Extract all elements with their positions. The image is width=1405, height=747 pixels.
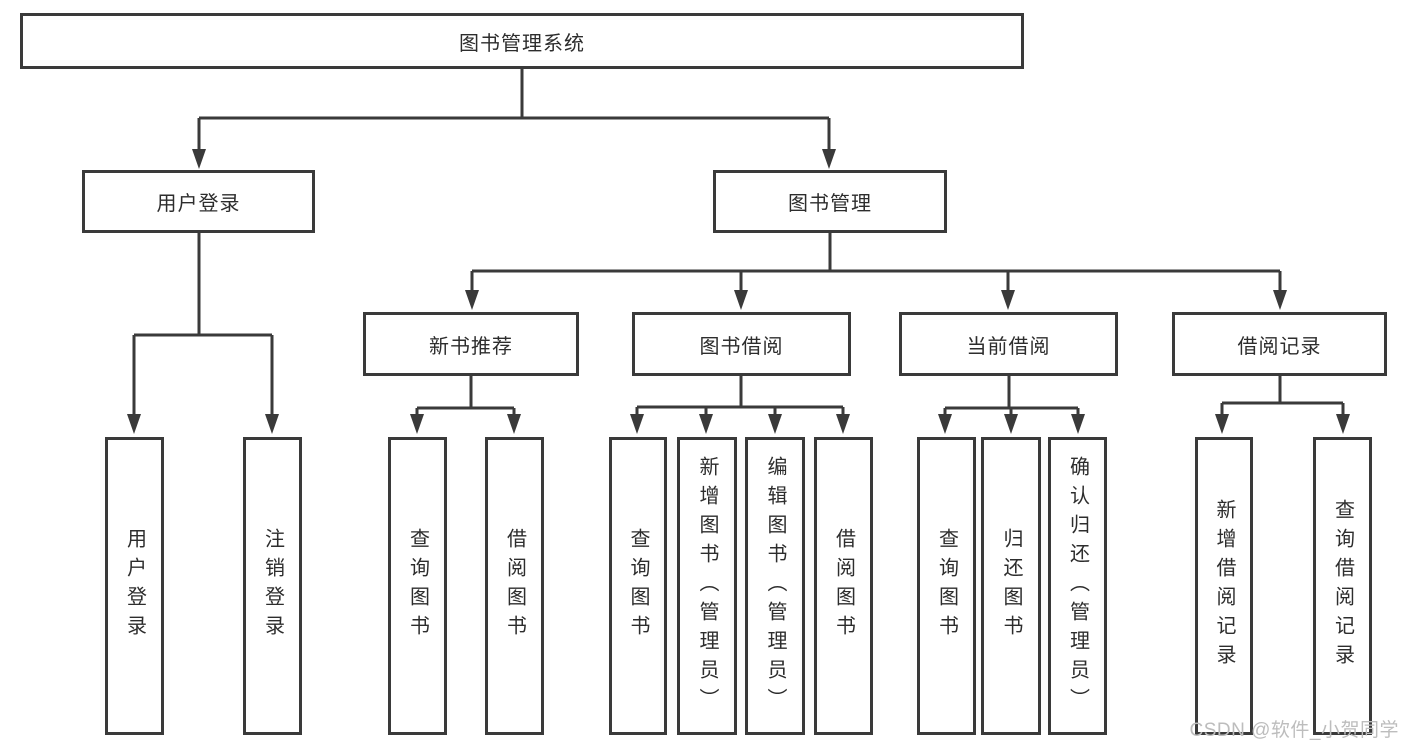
connector-borrow-records-to-leaves — [1215, 376, 1350, 434]
leaf-confirm-return-admin: 确认归还（管理员） — [1048, 437, 1107, 735]
arrow-down-icon — [1215, 414, 1229, 434]
arrow-down-icon — [1001, 290, 1015, 310]
arrow-down-icon — [699, 414, 713, 434]
arrow-down-icon — [630, 414, 644, 434]
arrow-down-icon — [822, 149, 836, 169]
connector-book-borrow-to-leaves — [630, 376, 850, 434]
node-system-root: 图书管理系统 — [20, 13, 1024, 69]
leaf-edit-book-admin: 编辑图书（管理员） — [745, 437, 805, 735]
arrow-down-icon — [507, 414, 521, 434]
arrow-down-icon — [768, 414, 782, 434]
arrow-down-icon — [192, 149, 206, 169]
connector-new-book-recommend-to-leaves — [410, 376, 521, 434]
leaf-add-borrow-record: 新增借阅记录 — [1195, 437, 1253, 735]
leaf-borrow-books-recommend: 借阅图书 — [485, 437, 544, 735]
leaf-user-login: 用户登录 — [105, 437, 164, 735]
node-user-login: 用户登录 — [82, 170, 315, 233]
connector-current-borrow-to-leaves — [938, 376, 1085, 434]
node-book-management: 图书管理 — [713, 170, 947, 233]
arrow-down-icon — [127, 414, 141, 434]
arrow-down-icon — [410, 414, 424, 434]
watermark: CSDN @软件_小贺同学 — [1189, 720, 1399, 741]
arrow-down-icon — [1336, 414, 1350, 434]
arrow-down-icon — [938, 414, 952, 434]
node-book-borrow: 图书借阅 — [632, 312, 851, 376]
node-borrow-records: 借阅记录 — [1172, 312, 1387, 376]
arrow-down-icon — [465, 290, 479, 310]
connector-book-management-to-level3 — [465, 233, 1287, 310]
arrow-down-icon — [734, 290, 748, 310]
arrow-down-icon — [1273, 290, 1287, 310]
leaf-borrow-books-2: 借阅图书 — [814, 437, 873, 735]
leaf-add-book-admin: 新增图书（管理员） — [677, 437, 737, 735]
leaf-query-borrow-record: 查询借阅记录 — [1313, 437, 1372, 735]
arrow-down-icon — [1004, 414, 1018, 434]
leaf-return-book: 归还图书 — [981, 437, 1041, 735]
leaf-logout: 注销登录 — [243, 437, 302, 735]
node-current-borrow: 当前借阅 — [899, 312, 1118, 376]
connector-root-to-level2 — [192, 69, 836, 169]
arrow-down-icon — [265, 414, 279, 434]
node-new-book-recommend: 新书推荐 — [363, 312, 579, 376]
connector-user-login-to-leaves — [127, 233, 279, 434]
leaf-query-books-recommend: 查询图书 — [388, 437, 447, 735]
arrow-down-icon — [836, 414, 850, 434]
arrow-down-icon — [1071, 414, 1085, 434]
leaf-query-books-current: 查询图书 — [917, 437, 976, 735]
leaf-query-books-borrow: 查询图书 — [609, 437, 667, 735]
